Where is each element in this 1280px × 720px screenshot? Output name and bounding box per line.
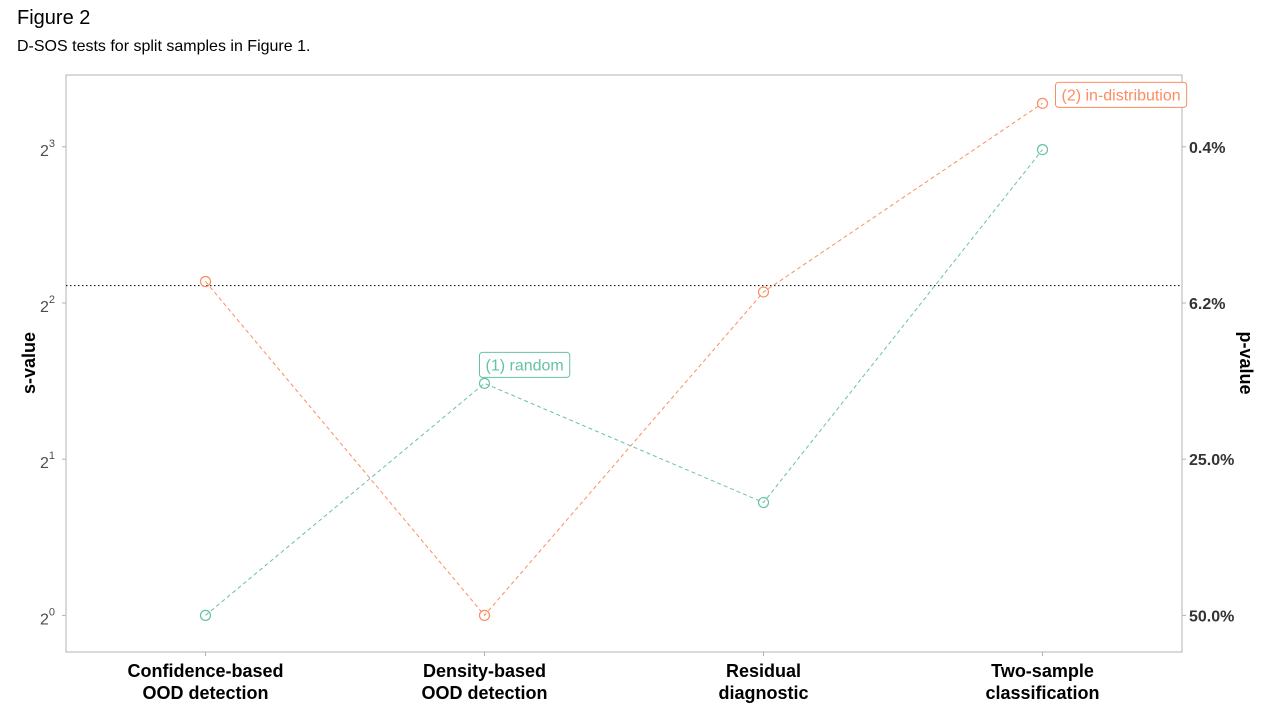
data-point (757, 286, 770, 298)
data-point (478, 377, 491, 389)
data-point (478, 609, 491, 621)
data-point (1036, 143, 1049, 156)
figure-title: Figure 2 (17, 7, 91, 29)
series-label-text: (1) random (486, 357, 564, 374)
data-point (199, 609, 212, 621)
y2-axis-label: p-value (1236, 331, 1256, 394)
series-line-1 (205, 102, 1043, 617)
y-tick-label: 21 (40, 450, 55, 472)
series-label-0: (1) random (479, 351, 571, 378)
y2-tick-label: 6.2% (1189, 296, 1225, 313)
plot-panel (65, 74, 1183, 653)
data-point (757, 496, 770, 509)
series-label-box (1055, 81, 1188, 108)
y2-tick-label: 0.4% (1189, 140, 1225, 157)
y2-tick-label: 50.0% (1189, 608, 1234, 625)
y-tick-label: 23 (40, 138, 55, 160)
data-point (1036, 97, 1049, 109)
y-axis-label: s-value (19, 332, 39, 394)
y-tick-label: 20 (40, 606, 55, 628)
series-label-text: (2) in-distribution (1062, 87, 1181, 104)
y2-tick-label: 25.0% (1189, 452, 1234, 469)
series-label-box (479, 351, 571, 378)
series-line-0 (205, 149, 1043, 616)
data-point (199, 275, 212, 288)
y-tick-label: 22 (40, 294, 55, 316)
figure-subtitle: D-SOS tests for split samples in Figure … (17, 38, 311, 55)
series-label-1: (2) in-distribution (1055, 81, 1188, 108)
